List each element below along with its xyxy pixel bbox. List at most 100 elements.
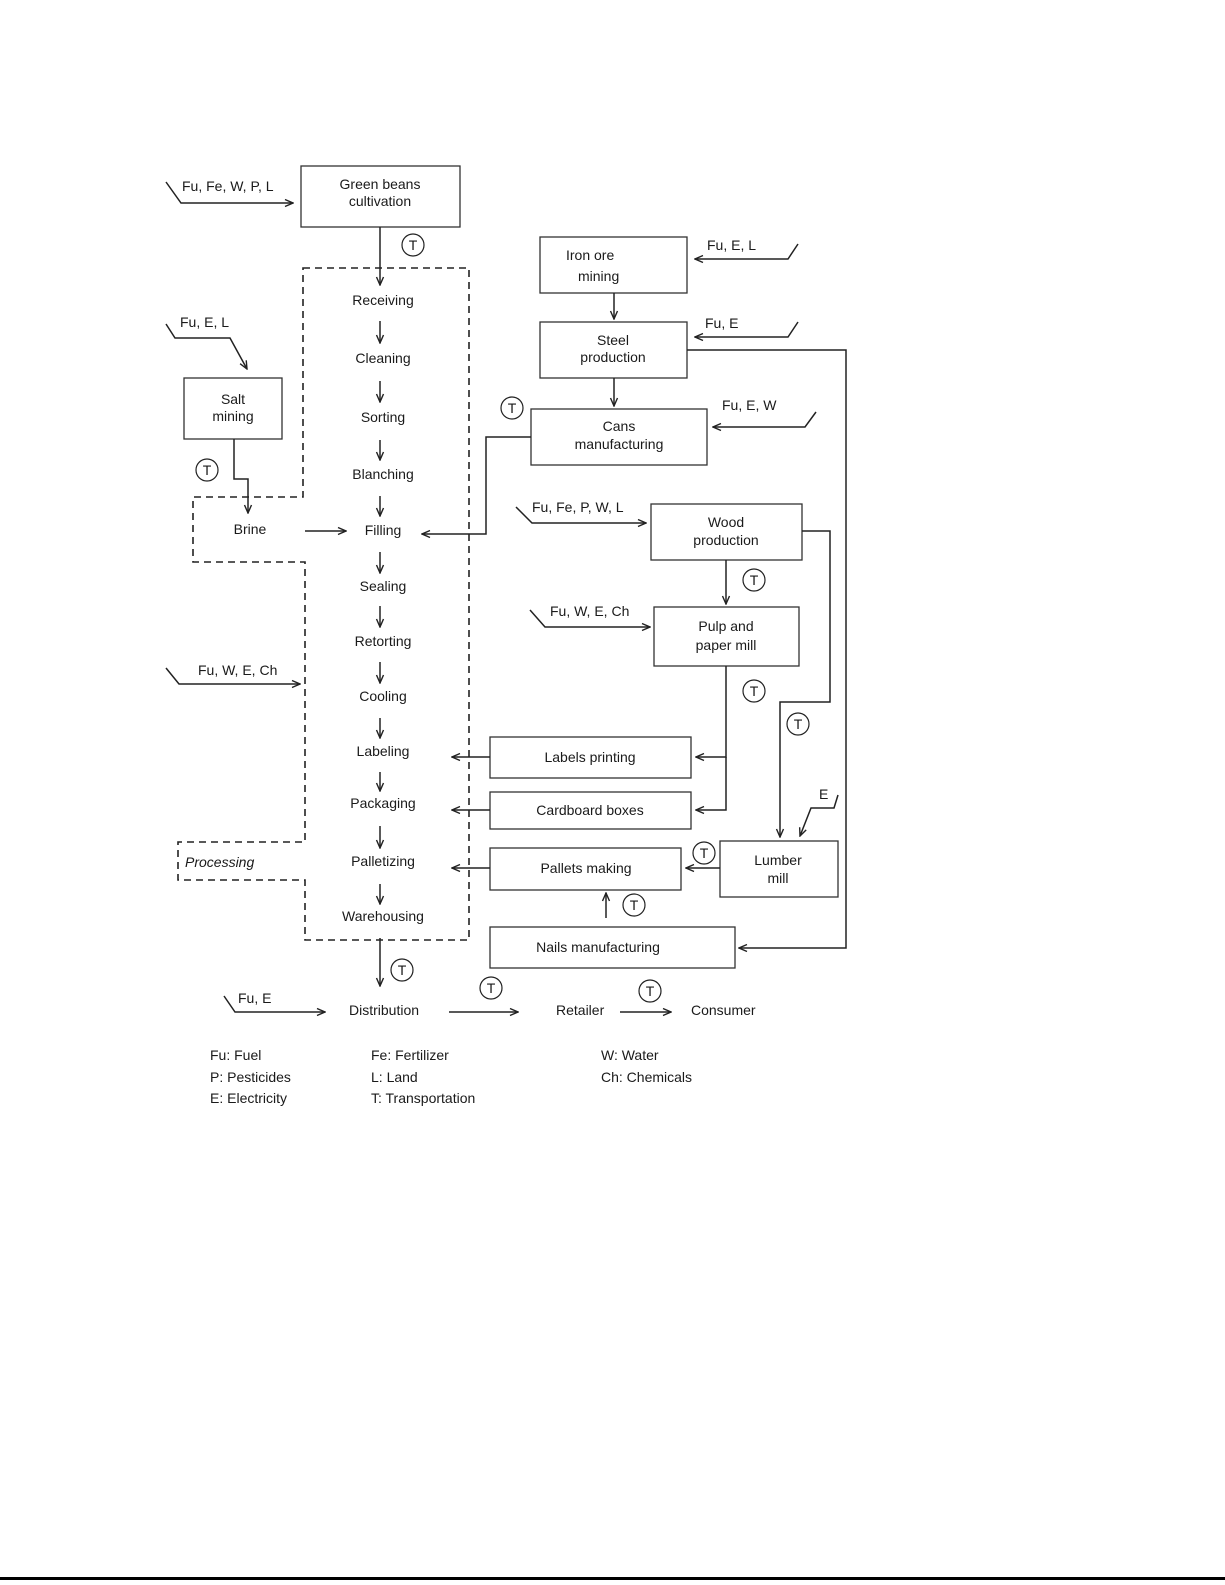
iron-ore-mining-box xyxy=(539,236,688,294)
transport-marker: T xyxy=(622,893,646,917)
lumber-mill-box xyxy=(719,840,839,898)
transport-marker: T xyxy=(692,841,716,865)
processing-input-arrow xyxy=(165,667,300,684)
transport-marker: T xyxy=(742,568,766,592)
cardboard-boxes-box xyxy=(489,791,692,830)
pulp-label-line2: paper mill xyxy=(696,637,757,653)
green-beans-label-line1: Green beans xyxy=(340,176,421,192)
legend-item: Fe: Fertilizer xyxy=(371,1047,449,1063)
step-labeling: Labeling xyxy=(357,743,410,759)
wood-input-arrow xyxy=(515,506,646,523)
step-blanching: Blanching xyxy=(352,466,414,482)
step-packaging: Packaging xyxy=(350,795,415,811)
pulp-to-cardboard-arrow xyxy=(696,757,727,810)
transport-marker: T xyxy=(195,458,219,482)
distribution-input-arrow xyxy=(223,995,325,1012)
step-warehousing: Warehousing xyxy=(342,908,424,924)
distribution-label: Distribution xyxy=(349,1002,419,1018)
legend-item: T: Transportation xyxy=(371,1090,475,1106)
iron-ore-label-line2: mining xyxy=(578,268,619,284)
legend-item: Fu: Fuel xyxy=(210,1047,261,1063)
legend-item: Ch: Chemicals xyxy=(601,1069,692,1085)
retailer-label: Retailer xyxy=(556,1002,605,1018)
step-receiving: Receiving xyxy=(352,292,413,308)
step-filling: Filling xyxy=(365,522,402,538)
pulp-label-line1: Pulp and xyxy=(698,618,753,634)
svg-text:T: T xyxy=(750,572,759,588)
processing-label: Processing xyxy=(185,854,254,870)
svg-text:T: T xyxy=(398,962,407,978)
legend: Fu: Fuel P: Pesticides E: Electricity Fe… xyxy=(210,1047,692,1106)
labels-printing-label: Labels printing xyxy=(544,749,635,765)
consumer-label: Consumer xyxy=(691,1002,756,1018)
legend-item: P: Pesticides xyxy=(210,1069,291,1085)
transport-marker: T xyxy=(500,396,524,420)
pallets-making-box xyxy=(489,847,682,891)
cans-input-label: Fu, E, W xyxy=(722,397,777,413)
nails-manufacturing-box xyxy=(489,926,736,969)
steel-input-arrow xyxy=(695,321,799,337)
legend-item: E: Electricity xyxy=(210,1090,287,1106)
steel-label-line2: production xyxy=(580,349,645,365)
svg-text:T: T xyxy=(203,462,212,478)
processing-boundary xyxy=(177,267,470,941)
salt-mining-label-line1: Salt xyxy=(221,391,245,407)
green-beans-cultivation-box xyxy=(300,165,461,228)
lumber-label-line1: Lumber xyxy=(754,852,802,868)
svg-text:T: T xyxy=(487,980,496,996)
lumber-label-line2: mill xyxy=(768,870,789,886)
transport-marker: T xyxy=(786,712,810,736)
pulp-input-label: Fu, W, E, Ch xyxy=(550,603,629,619)
steel-to-nails-arrow xyxy=(687,349,847,948)
svg-text:T: T xyxy=(508,400,517,416)
wood-input-label: Fu, Fe, P, W, L xyxy=(532,499,624,515)
transport-marker: T xyxy=(638,979,662,1003)
green-beans-label-line2: cultivation xyxy=(349,193,411,209)
salt-mining-label-line2: mining xyxy=(212,408,253,424)
iron-ore-label-line1: Iron ore xyxy=(566,247,614,263)
labels-printing-box xyxy=(489,736,692,779)
pulp-input-arrow xyxy=(529,609,650,627)
processing-input-label: Fu, W, E, Ch xyxy=(198,662,277,678)
cardboard-boxes-label: Cardboard boxes xyxy=(536,802,643,818)
legend-item: W: Water xyxy=(601,1047,659,1063)
transport-marker: T xyxy=(390,958,414,982)
svg-text:T: T xyxy=(646,983,655,999)
wood-label-line2: production xyxy=(693,532,758,548)
transport-marker: T xyxy=(742,679,766,703)
salt-input-label: Fu, E, L xyxy=(180,314,229,330)
cans-manufacturing-box xyxy=(530,408,708,466)
cans-input-arrow xyxy=(713,411,817,427)
lumber-input-label: E xyxy=(819,786,828,802)
cans-label-line2: manufacturing xyxy=(575,436,664,452)
step-cooling: Cooling xyxy=(359,688,406,704)
cans-label-line1: Cans xyxy=(603,418,636,434)
steel-input-label: Fu, E xyxy=(705,315,738,331)
svg-text:T: T xyxy=(700,845,709,861)
nails-manufacturing-label: Nails manufacturing xyxy=(536,939,660,955)
step-cleaning: Cleaning xyxy=(355,350,410,366)
svg-text:T: T xyxy=(794,716,803,732)
salt-mining-box xyxy=(183,377,283,440)
legend-item: L: Land xyxy=(371,1069,418,1085)
transportation-markers: T T T T T T T T T T T xyxy=(195,233,810,1003)
steel-label-line1: Steel xyxy=(597,332,629,348)
pallets-making-label: Pallets making xyxy=(540,860,631,876)
svg-text:T: T xyxy=(750,683,759,699)
wood-production-box xyxy=(650,503,803,561)
step-retorting: Retorting xyxy=(355,633,412,649)
wood-to-lumber-arrow xyxy=(780,530,831,837)
processing-steps: Receiving Cleaning Sorting Blanching Fil… xyxy=(342,292,424,924)
iron-ore-input-arrow xyxy=(695,243,799,259)
step-sealing: Sealing xyxy=(360,578,407,594)
salt-input-arrow xyxy=(165,323,247,369)
salt-to-brine-arrow xyxy=(233,439,248,513)
pulp-to-labels-arrow xyxy=(696,666,727,757)
step-palletizing: Palletizing xyxy=(351,853,415,869)
svg-text:T: T xyxy=(630,897,639,913)
transport-marker: T xyxy=(479,976,503,1000)
wood-label-line1: Wood xyxy=(708,514,744,530)
svg-text:T: T xyxy=(409,237,418,253)
step-sorting: Sorting xyxy=(361,409,405,425)
